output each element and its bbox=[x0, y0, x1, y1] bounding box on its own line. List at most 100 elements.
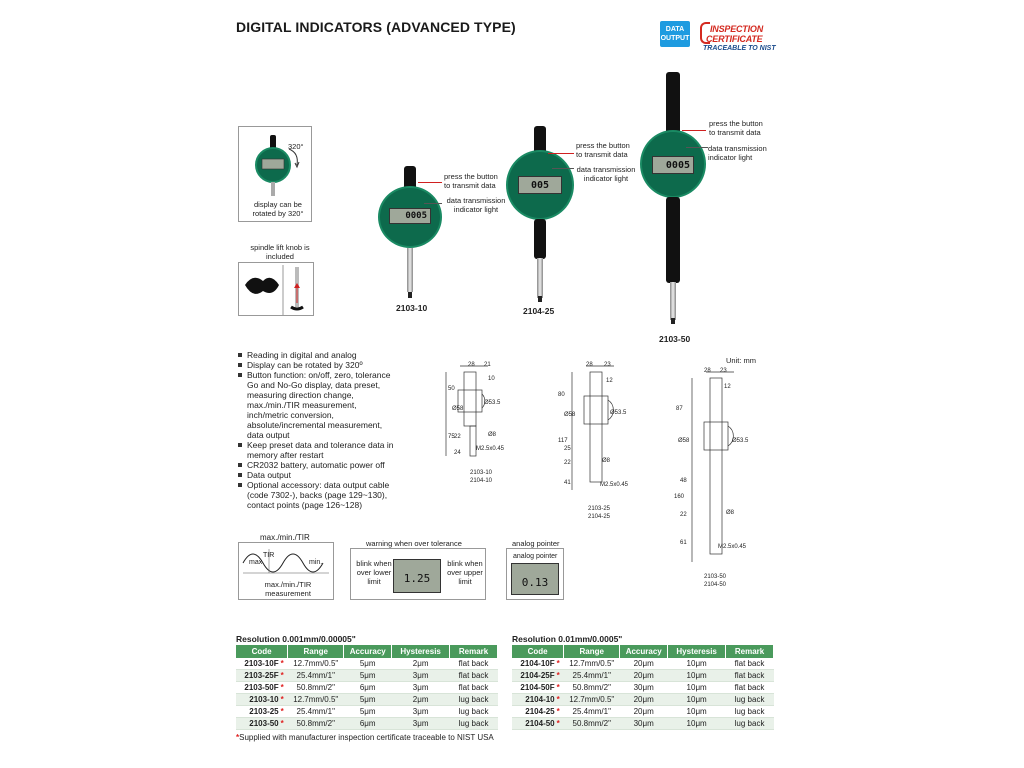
callout-line-button-3 bbox=[682, 130, 706, 131]
callout-press-button-1: press the button to transmit data bbox=[444, 172, 498, 190]
table-cell: 12.7mm/0.5" bbox=[287, 658, 344, 670]
cert-star: * bbox=[280, 695, 284, 704]
drawing-3-label2: 2104-50 bbox=[704, 582, 727, 588]
dim-3-0: 28 bbox=[704, 368, 711, 374]
indicator3-tip bbox=[671, 318, 675, 324]
cert-star: * bbox=[280, 659, 284, 668]
model-label-2103-50: 2103-50 bbox=[659, 334, 691, 344]
table-cell: lug back bbox=[725, 693, 774, 706]
code-cell: 2103-50F* bbox=[236, 681, 288, 694]
dim-1-6: 75 bbox=[448, 434, 455, 440]
callout-line-button-1 bbox=[418, 182, 442, 183]
callout-tx-light-3: data transmission indicator light bbox=[708, 144, 767, 162]
table-cell: 25.4mm/1" bbox=[287, 705, 344, 718]
code-text: 2103-10 bbox=[249, 695, 279, 704]
dim-2-8: 22 bbox=[564, 460, 571, 466]
table-cell: 12.7mm/0.5" bbox=[287, 693, 344, 706]
features-list: Reading in digital and analog Display ca… bbox=[238, 350, 398, 510]
code-cell: 2103-50* bbox=[236, 717, 288, 730]
indicator1-reading: 0005 bbox=[405, 211, 427, 221]
cert-line2: CERTIFICATE bbox=[706, 34, 763, 44]
table-cell: 2μm bbox=[391, 693, 450, 706]
table-cell: 10μm bbox=[667, 693, 726, 706]
spec-table-2: Code Range Accuracy Hysteresis Remark 21… bbox=[512, 645, 774, 730]
table-cell: 6μm bbox=[343, 681, 392, 694]
table-cell: 10μm bbox=[667, 669, 726, 682]
table-cell: 10μm bbox=[667, 705, 726, 718]
feature-item: Data output bbox=[238, 470, 398, 480]
indicator2-spindle bbox=[537, 258, 543, 298]
rotation-photo bbox=[238, 126, 312, 222]
table-cell: 25.4mm/1" bbox=[563, 669, 620, 682]
table-cell: 20μm bbox=[619, 705, 668, 718]
indicator2-lower-stem bbox=[534, 219, 546, 259]
dim-2-5: Ø53.5 bbox=[610, 410, 627, 416]
dim-2-9: 41 bbox=[564, 480, 571, 486]
cert-line1: INSPECTION bbox=[710, 24, 764, 34]
cert-star: * bbox=[556, 683, 560, 692]
table-cell: 50.8mm/2" bbox=[563, 717, 620, 730]
table-cell: 50.8mm/2" bbox=[287, 681, 344, 694]
table-cell: 20μm bbox=[619, 658, 668, 670]
mmtir-title: max./min./TIR bbox=[260, 533, 310, 542]
drawing-2-label2: 2104-25 bbox=[588, 514, 611, 520]
unit-label: Unit: mm bbox=[726, 356, 756, 365]
model-label-2103-10: 2103-10 bbox=[396, 303, 428, 313]
table-cell: flat back bbox=[725, 658, 774, 670]
table1-title: Resolution 0.001mm/0.00005" bbox=[236, 634, 356, 644]
cert-line3: TRACEABLE TO NIST bbox=[703, 45, 776, 52]
code-text: 2104-25F bbox=[520, 671, 555, 680]
dim-1-8: 24 bbox=[454, 450, 461, 456]
dim-2-6: 117 bbox=[558, 438, 568, 444]
table-cell: 2μm bbox=[391, 658, 450, 670]
dim-1-10: M2.5x0.45 bbox=[476, 446, 505, 452]
rotation-angle: 320° bbox=[288, 142, 304, 151]
table-cell: 30μm bbox=[619, 717, 668, 730]
cert-star: * bbox=[280, 707, 284, 716]
indicator1-tip bbox=[408, 292, 412, 298]
spec-table-1: Code Range Accuracy Hysteresis Remark 21… bbox=[236, 645, 498, 730]
analog-inner-label: analog pointer bbox=[513, 553, 558, 560]
callout-line-light-2 bbox=[552, 168, 574, 169]
feature-item: Optional accessory: data output cable (c… bbox=[238, 480, 398, 510]
indicator1-spindle bbox=[407, 248, 413, 292]
dim-2-2: 12 bbox=[606, 378, 613, 384]
code-cell: 2104-50* bbox=[512, 717, 564, 730]
indicator3-reading: 0005 bbox=[665, 160, 690, 171]
feature-item: Reading in digital and analog bbox=[238, 350, 398, 360]
dim-2-0: 28 bbox=[586, 362, 593, 368]
dim-3-5: Ø53.5 bbox=[732, 438, 749, 444]
code-text: 2103-50 bbox=[249, 719, 279, 728]
code-cell: 2104-25F* bbox=[512, 669, 564, 682]
table-cell: lug back bbox=[449, 717, 498, 730]
table1-header: Code bbox=[236, 645, 289, 658]
dim-3-7: 48 bbox=[680, 478, 687, 484]
mmtir-box: max TIR min. max./min./TIR measurement bbox=[238, 542, 334, 600]
dim-2-10: Ø8 bbox=[602, 458, 611, 464]
table-cell: 3μm bbox=[391, 681, 450, 694]
table-cell: 50.8mm/2" bbox=[287, 717, 344, 730]
warning-title: warning when over tolerance bbox=[366, 539, 462, 548]
table-cell: 25.4mm/1" bbox=[287, 669, 344, 682]
feature-item: Keep preset data and tolerance data in m… bbox=[238, 440, 398, 460]
data-output-badge: DATA OUTPUT bbox=[660, 21, 690, 47]
code-cell: 2104-10* bbox=[512, 693, 564, 706]
table-cell: 10μm bbox=[667, 717, 726, 730]
table2-title: Resolution 0.01mm/0.0005" bbox=[512, 634, 623, 644]
table-cell: 3μm bbox=[391, 669, 450, 682]
dim-2-11: M2.5x0.45 bbox=[600, 482, 629, 488]
dim-3-9: 61 bbox=[680, 540, 687, 546]
table-cell: flat back bbox=[449, 681, 498, 694]
dim-1-7: 22 bbox=[454, 434, 461, 440]
table-cell: 20μm bbox=[619, 693, 668, 706]
table-cell: flat back bbox=[449, 669, 498, 682]
code-cell: 2103-10* bbox=[236, 693, 288, 706]
table-cell: 10μm bbox=[667, 681, 726, 694]
cert-star: * bbox=[280, 719, 284, 728]
indicator3-display: 0005 bbox=[652, 156, 694, 174]
